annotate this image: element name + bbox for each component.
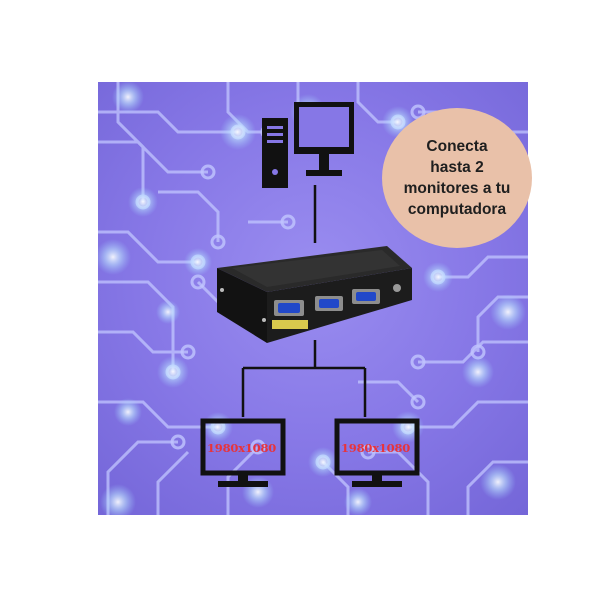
monitor-1-resolution: 1980x1080: [207, 441, 277, 455]
monitor-icon: [334, 418, 420, 487]
monitor-2-resolution: 1980x1080: [341, 441, 411, 455]
vga-in-port: [272, 300, 308, 329]
desktop-computer-icon: [262, 102, 354, 188]
vga-out-1-port: [315, 296, 343, 311]
monitor-icon: [200, 418, 286, 487]
connection-lines: [241, 185, 367, 417]
vga-out-2-port: [352, 289, 380, 304]
power-port: [393, 284, 401, 292]
badge-text: Conecta hasta 2 monitores a tu computado…: [403, 138, 511, 218]
feature-badge: Conecta hasta 2 monitores a tu computado…: [382, 108, 532, 248]
tower-case: [262, 118, 288, 188]
vga-splitter-device: [217, 246, 412, 343]
